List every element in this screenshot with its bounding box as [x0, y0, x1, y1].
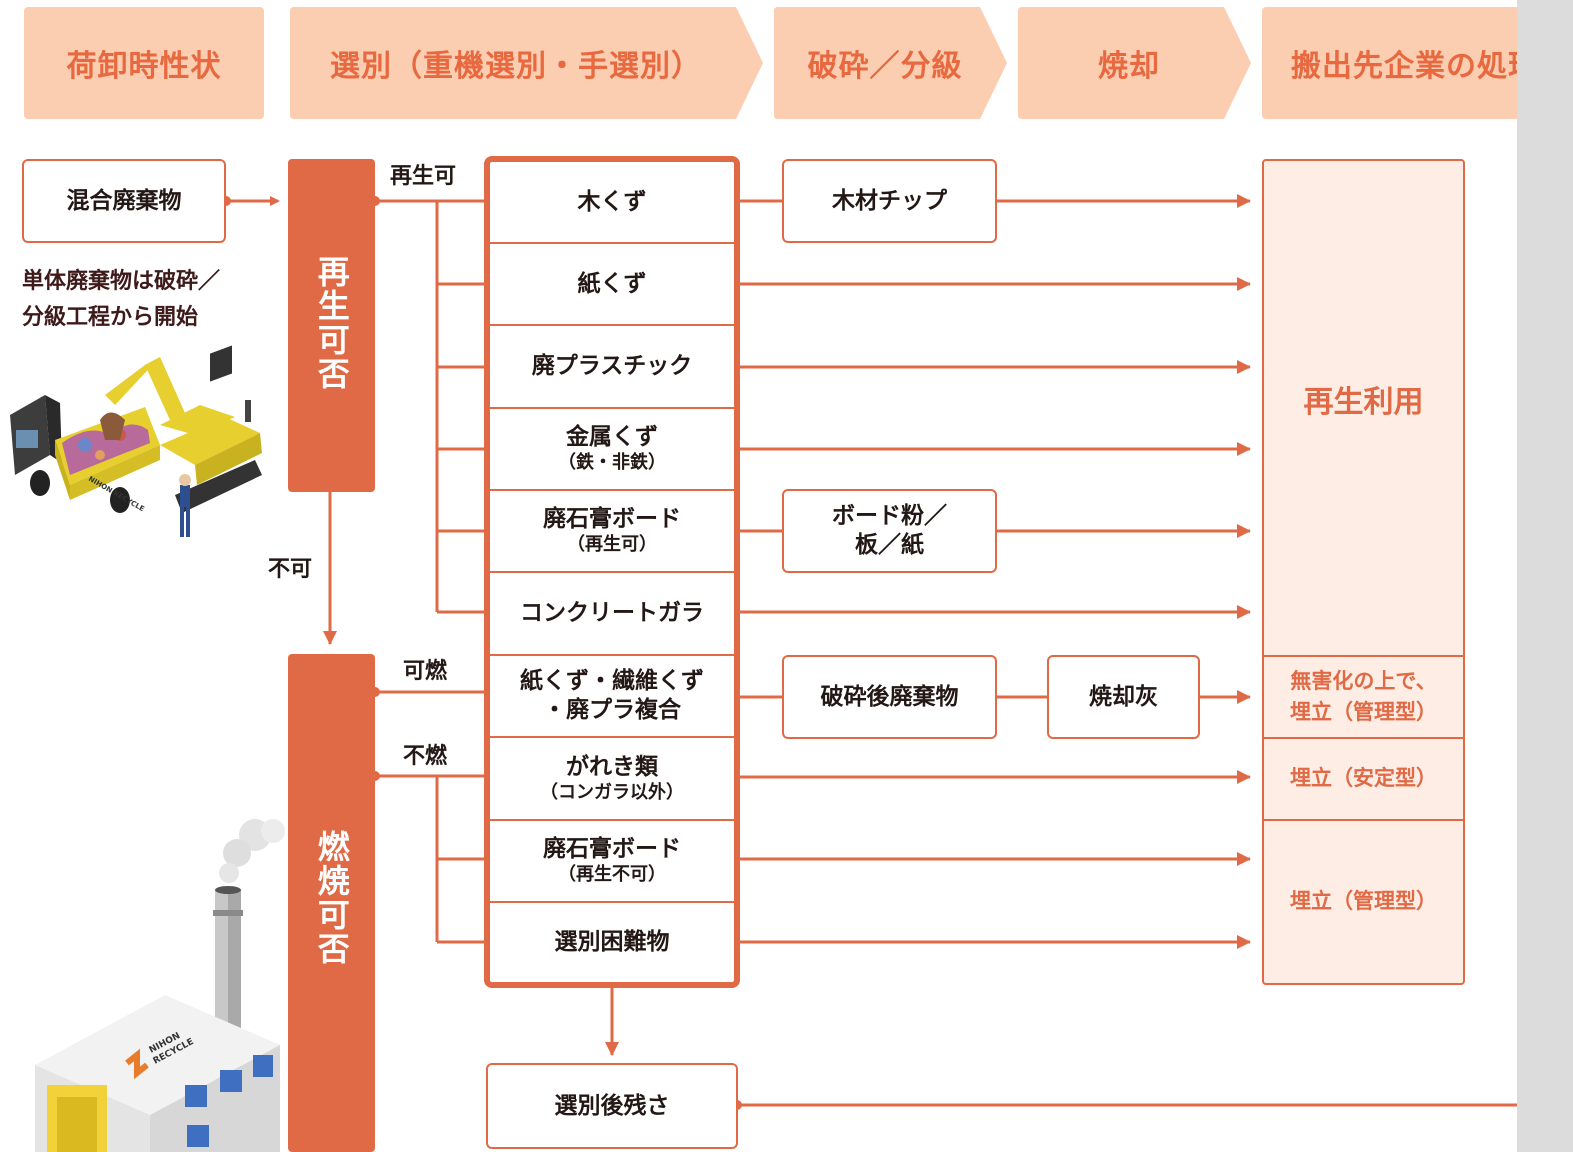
item-sub: （コンガラ以外） [540, 781, 684, 803]
item-hard-to-sort: 選別困難物 [490, 903, 734, 982]
stage-label: 荷卸時性状 [66, 49, 222, 84]
destination-line: 埋立（管理型） [1290, 888, 1437, 913]
vertical-scrollbar[interactable] [1517, 0, 1573, 1152]
item-wood-scraps: 木くず [490, 162, 734, 244]
stage-unloading: 荷卸時性状 [24, 7, 264, 119]
stage-header-shapes [24, 7, 1573, 119]
note-line: 単体廃棄物は破砕／ [22, 269, 221, 294]
stage-sorting: 選別（重機選別・手選別） [290, 7, 750, 119]
item-sub: （再生不可） [558, 864, 666, 886]
sorted-items-box: 木くず 紙くず 廃プラスチック 金属くず （鉄・非鉄） 廃石膏ボード （再生可）… [484, 156, 740, 988]
item-name: 廃石膏ボード [543, 506, 681, 533]
stage-label: 搬出先企業の処理 [1291, 49, 1539, 84]
stage-label: 焼却 [1098, 49, 1160, 84]
combustible-decision-bar: 燃焼可否 [288, 654, 375, 1152]
single-waste-note: 単体廃棄物は破砕／ 分級工程から開始 [22, 264, 282, 337]
label-combustible: 可燃 [403, 659, 448, 684]
item-name: がれき類 [566, 753, 658, 780]
wood-chip-label: 木材チップ [832, 187, 947, 214]
destination-line: 無害化の上で、 [1290, 668, 1437, 693]
item-name: 廃プラスチック [531, 353, 693, 380]
recyclable-decision-bar: 再生可否 [288, 159, 375, 492]
destination-detox-landfill: 無害化の上で、 埋立（管理型） [1264, 657, 1463, 739]
item-gypsum-board-nonrecyclable: 廃石膏ボード （再生不可） [490, 821, 734, 903]
destination-line: 埋立（安定型） [1290, 766, 1437, 791]
stage-label: 破砕／分級 [807, 49, 963, 84]
stage-crushing: 破砕／分級 [774, 7, 996, 119]
item-metal-scraps: 金属くず （鉄・非鉄） [490, 409, 734, 491]
destination-recycle: 再生利用 [1264, 161, 1463, 657]
note-line: 分級工程から開始 [22, 305, 199, 331]
board-output-line: 板／紙 [855, 532, 924, 558]
mixed-waste-label: 混合廃棄物 [66, 187, 182, 214]
item-name-line2: ・廃プラ複合 [543, 697, 681, 723]
item-sub: （再生可） [567, 534, 657, 556]
board-output-box: ボード粉／ 板／紙 [782, 489, 997, 573]
combustible-decision-label: 燃焼可否 [312, 830, 351, 966]
item-gypsum-board-recyclable: 廃石膏ボード （再生可） [490, 491, 734, 573]
incineration-ash-label: 焼却灰 [1089, 683, 1158, 710]
crushed-waste-label: 破砕後廃棄物 [820, 683, 959, 710]
label-not-possible: 不可 [268, 557, 313, 582]
item-rubble: がれき類 （コンガラ以外） [490, 738, 734, 821]
destination-column: 再生利用 無害化の上で、 埋立（管理型） 埋立（安定型） 埋立（管理型） [1262, 159, 1465, 985]
factory-illustration: NIHON RECYCLE [35, 819, 285, 1152]
stage-label: 選別（重機選別・手選別） [330, 49, 702, 84]
truck-excavator-illustration: NIHON RECYCLE [10, 345, 262, 537]
item-name: 紙くず [577, 270, 647, 297]
item-name: 選別困難物 [554, 929, 670, 956]
item-sub: （鉄・非鉄） [558, 452, 666, 474]
crushed-waste-box: 破砕後廃棄物 [782, 655, 997, 739]
destination-stable-landfill: 埋立（安定型） [1264, 739, 1463, 821]
residue-label: 選別後残さ [554, 1092, 670, 1119]
item-name: 紙くず・繊維くず [520, 668, 704, 695]
stage-destination: 搬出先企業の処理 [1262, 7, 1573, 119]
label-recyclable: 再生可 [390, 164, 457, 189]
item-paper-fiber-plastic-composite: 紙くず・繊維くず ・廃プラ複合 [490, 656, 734, 738]
destination-line: 埋立（管理型） [1290, 700, 1437, 724]
incineration-ash-box: 焼却灰 [1047, 655, 1200, 739]
residue-box: 選別後残さ [486, 1063, 738, 1149]
item-concrete-debris: コンクリートガラ [490, 573, 734, 656]
board-output-line: ボード粉／ [832, 503, 947, 530]
item-name: コンクリートガラ [520, 600, 704, 627]
item-name: 廃石膏ボード [543, 836, 681, 863]
wood-chip-box: 木材チップ [782, 159, 997, 243]
recyclable-decision-label: 再生可否 [312, 255, 351, 391]
stage-incineration: 焼却 [1018, 7, 1240, 119]
destination-recycle-label: 再生利用 [1303, 384, 1424, 420]
mixed-waste-box: 混合廃棄物 [22, 159, 226, 243]
label-incombustible: 不燃 [403, 744, 448, 769]
item-paper-scraps: 紙くず [490, 244, 734, 326]
destination-managed-landfill: 埋立（管理型） [1264, 821, 1463, 982]
item-name: 金属くず [566, 424, 658, 451]
item-name: 木くず [577, 188, 647, 215]
item-waste-plastic: 廃プラスチック [490, 326, 734, 409]
